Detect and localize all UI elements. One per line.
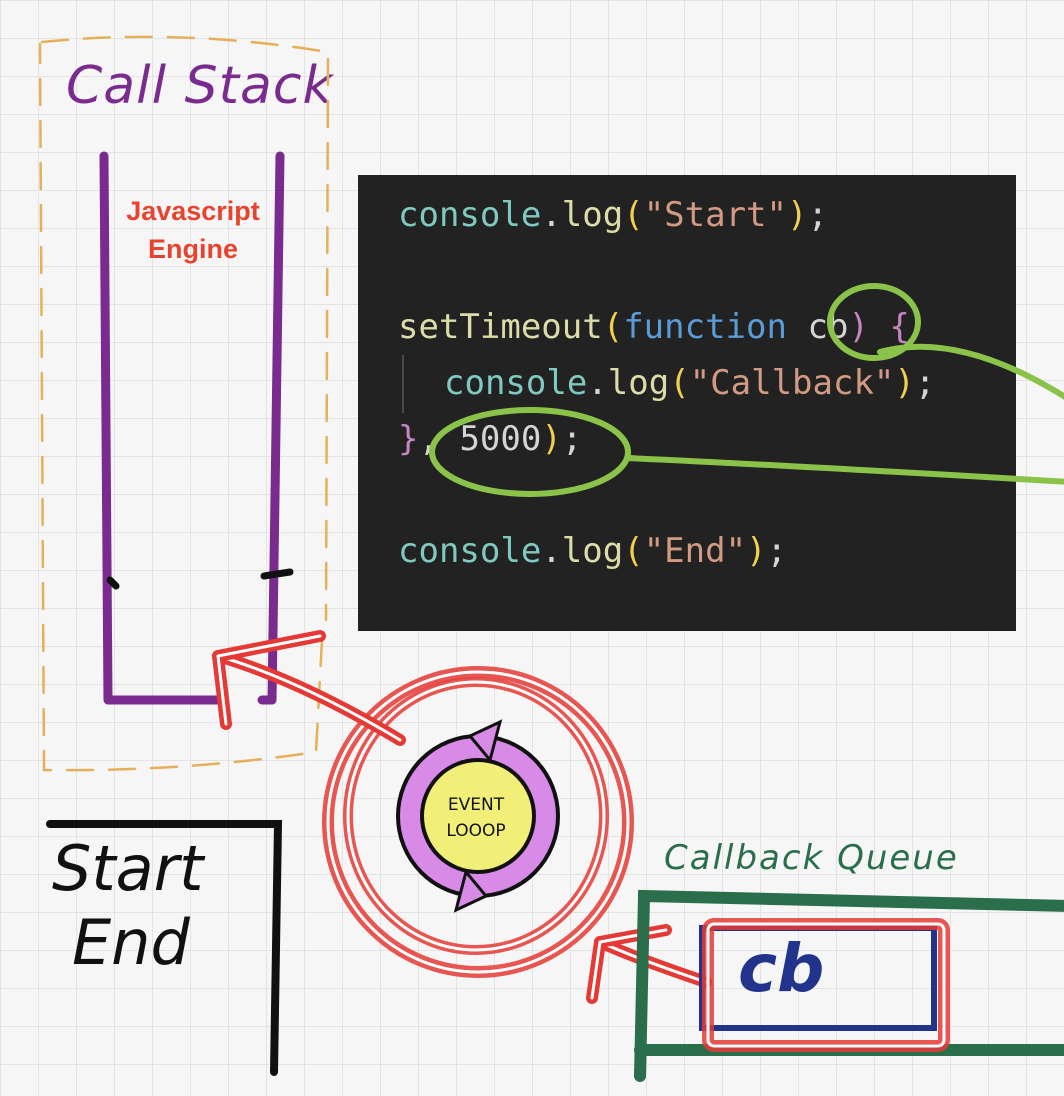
token: ( — [623, 195, 644, 235]
token: console — [444, 363, 588, 403]
call-stack-title: Call Stack — [66, 56, 334, 116]
token: ) — [541, 419, 562, 459]
token: ( — [669, 363, 690, 403]
token: ) — [894, 363, 915, 403]
token: "Start" — [643, 195, 787, 235]
output-console-box — [46, 820, 283, 1076]
token: log — [561, 195, 624, 235]
event-loop-label-line2: LOOOP — [446, 821, 506, 841]
callback-queue-title: Callback Queue — [664, 838, 959, 878]
token: console — [398, 195, 542, 235]
token: ( — [623, 531, 644, 571]
call-stack-container — [99, 151, 285, 705]
token: ) — [848, 307, 869, 347]
code-line-2: setTimeout(function cb) { — [398, 307, 910, 347]
token: log — [561, 531, 624, 571]
callback-queue-item: cb — [738, 930, 825, 1007]
token: ) — [746, 531, 767, 571]
token: setTimeout — [398, 307, 603, 347]
code-panel: console.log("Start"); setTimeout(functio… — [358, 175, 1016, 631]
call-stack-tick-left — [106, 576, 120, 590]
delay-highlight-circle — [429, 407, 631, 497]
token: ( — [602, 307, 624, 347]
token: log — [607, 363, 670, 403]
code-line-3: console.log("Callback"); — [444, 363, 935, 403]
token: . — [541, 531, 562, 571]
code-line-5: console.log("End"); — [398, 531, 787, 571]
engine-boundary — [38, 35, 330, 772]
event-loop-label-line1: EVENT — [447, 795, 505, 815]
event-loop-label: EVENT LOOOP — [420, 792, 532, 844]
token: ; — [807, 195, 828, 235]
token: { — [889, 307, 910, 347]
token: console — [398, 531, 542, 571]
token: "Callback" — [689, 363, 895, 403]
engine-label-line2: Engine — [147, 234, 238, 264]
callback-item-highlight-inner — [706, 922, 946, 1048]
javascript-engine-label: Javascript Engine — [108, 192, 278, 268]
engine-label-line1: Javascript — [126, 196, 260, 226]
event-loop-red-highlight — [212, 630, 712, 1004]
token: ; — [914, 363, 936, 403]
output-line-start: Start — [52, 832, 204, 905]
token: . — [541, 195, 562, 235]
timeout-delay-token: 5000 — [459, 419, 542, 459]
call-stack-tick-right — [260, 568, 294, 580]
token: ; — [766, 531, 788, 571]
token: function — [623, 307, 787, 347]
token: ) — [786, 195, 808, 235]
code-line-4: }, 5000); — [398, 419, 582, 459]
token: ; — [561, 419, 583, 459]
indent-guide — [402, 355, 404, 413]
cb-highlight-arrow — [877, 343, 1064, 400]
event-loop-icon — [396, 719, 560, 913]
token: . — [587, 363, 608, 403]
token: } — [398, 419, 419, 459]
cb-highlight-circle — [827, 283, 921, 361]
token: "End" — [643, 531, 747, 571]
delay-highlight-arrow — [625, 455, 1064, 485]
output-line-end: End — [72, 906, 190, 979]
code-line-1: console.log("Start"); — [398, 195, 828, 235]
